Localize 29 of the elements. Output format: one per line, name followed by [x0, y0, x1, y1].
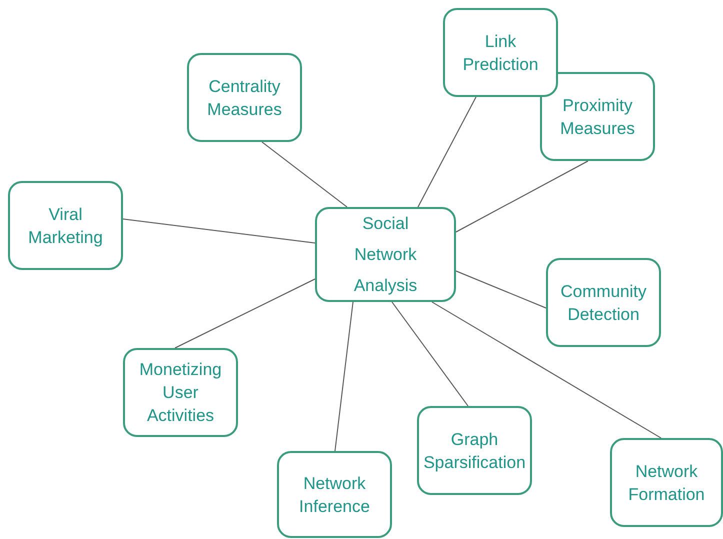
topic-label: Link Prediction [462, 30, 540, 76]
topic-box [8, 181, 123, 270]
topic-box [417, 406, 532, 495]
connector-line [262, 142, 348, 208]
topic-label: Viral Marketing [27, 204, 104, 248]
topic-label: Centrality Measures [206, 76, 283, 120]
topic-label: Network Formation [627, 460, 706, 506]
connector-line [334, 302, 354, 452]
connector-line [174, 278, 316, 348]
topic-box [277, 451, 392, 538]
connector-line [418, 96, 476, 208]
connector-line [456, 160, 588, 232]
topic-box [546, 258, 661, 347]
topic-box [187, 53, 302, 142]
connector-line [122, 218, 316, 244]
topic-box [123, 348, 238, 437]
connector-line [432, 302, 662, 438]
topic-box [610, 438, 723, 527]
topic-label: Proximity Measures [559, 94, 636, 140]
topic-box [540, 72, 655, 161]
connector-line [392, 302, 468, 406]
topic-box [443, 8, 558, 97]
topic-box [315, 207, 456, 302]
topic-label: Social Network Analysis [352, 213, 418, 297]
topic-label: Graph Sparsification [422, 428, 527, 474]
topic-label: Network Inference [298, 472, 371, 518]
connector-line [456, 270, 546, 308]
topic-label: Community Detection [560, 280, 648, 326]
topic-label: Monetizing User Activities [138, 359, 223, 427]
